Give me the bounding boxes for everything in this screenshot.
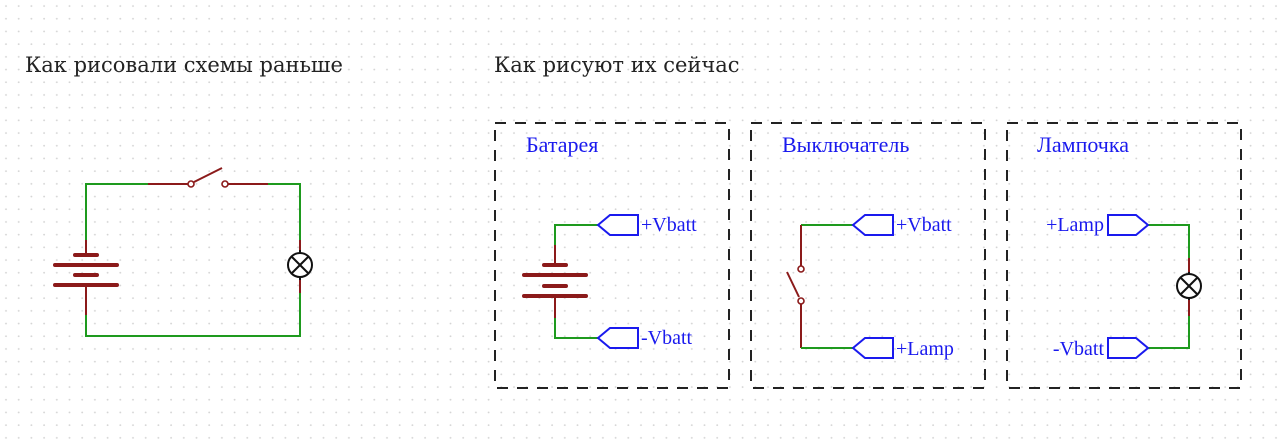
block-label: Лампочка [1037,132,1129,157]
net-label-tag [596,214,639,236]
lamp-symbol [287,240,313,293]
net-label: +Vbatt [896,214,952,236]
net-label-tag [851,337,894,359]
title-old: Как рисовали схемы раньше [25,53,343,77]
net-label: +Lamp [896,338,954,360]
block-battery: Батарея +Vbatt -Vbatt [494,122,730,389]
title-new: Как рисуют их сейчас [494,53,740,77]
net-label-tag [1107,337,1150,359]
net-label-tag [596,327,639,349]
net-label: -Vbatt [641,327,693,349]
net-label: +Vbatt [641,214,697,236]
block-lamp: Лампочка +Lamp -Vbatt [1006,122,1242,389]
net-label: -Vbatt [1053,338,1105,360]
block-switch: Выключатель +Vbatt +Lamp [750,122,986,389]
block-label: Батарея [526,132,598,157]
net-label-tag [1107,214,1150,236]
net-label: +Lamp [1046,214,1104,236]
net-label-tag [851,214,894,236]
block-label: Выключатель [782,132,909,157]
switch-symbol [148,167,268,188]
old-circuit [53,167,313,337]
